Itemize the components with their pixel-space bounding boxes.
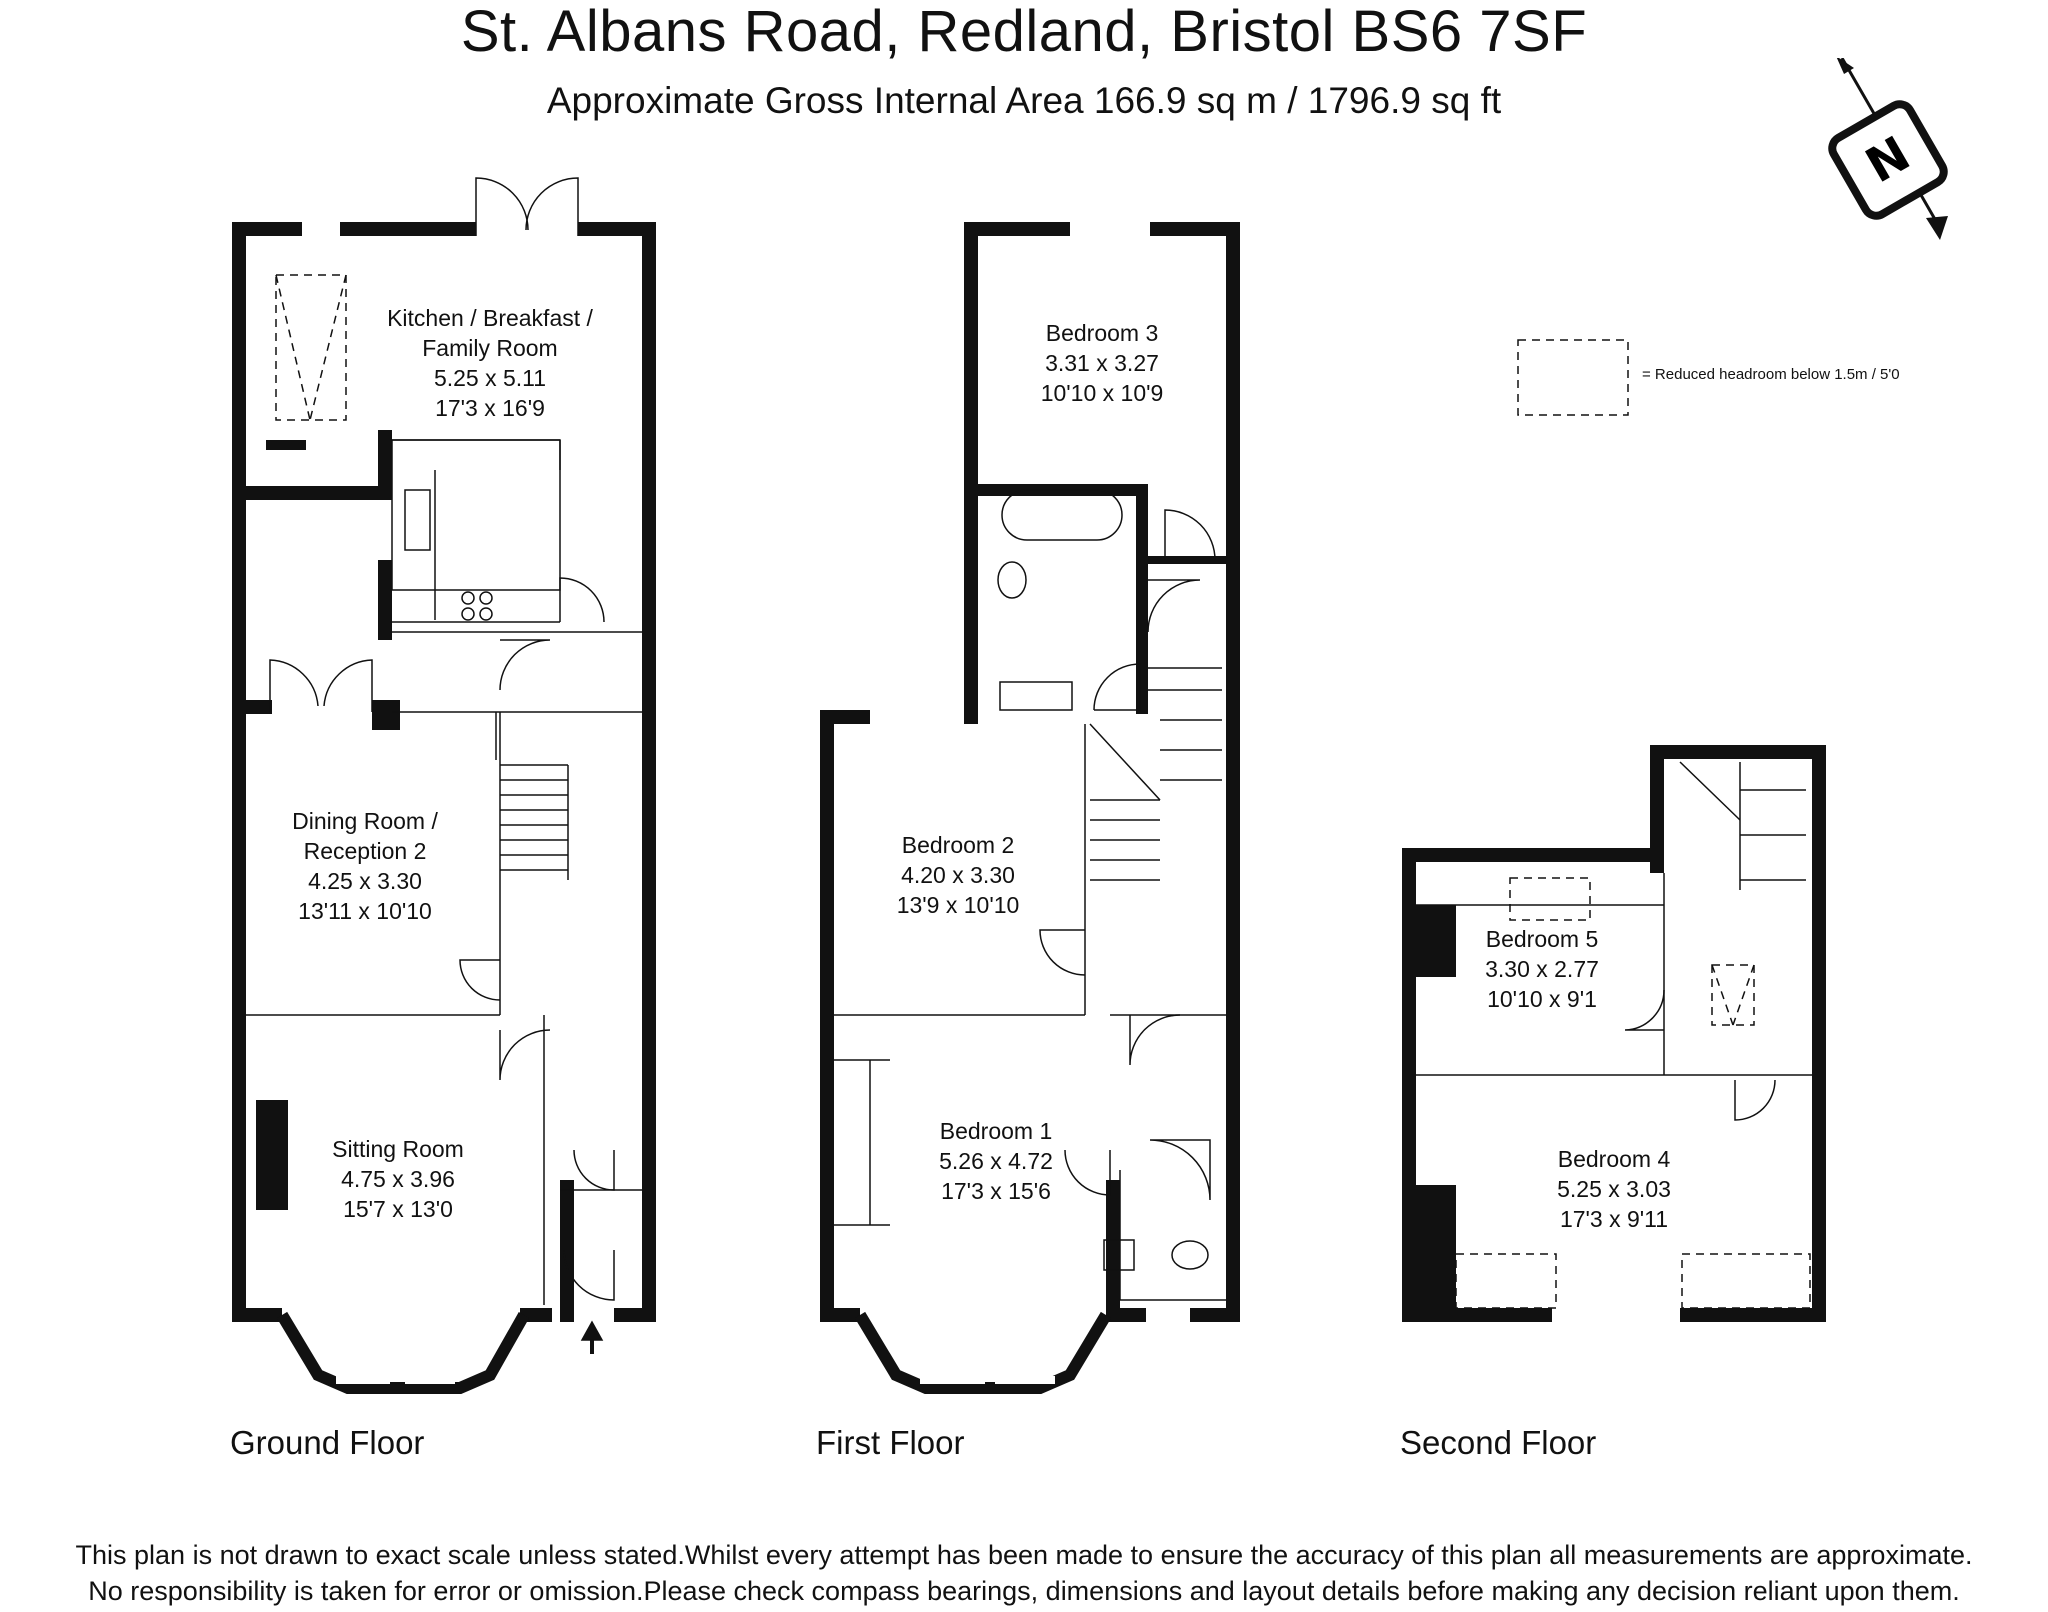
room-dimensions-metric: 3.31 x 3.27: [1045, 350, 1159, 376]
room-dimensions-imperial: 13'9 x 10'10: [896, 892, 1020, 918]
second-floor-plan: [1402, 745, 1826, 1322]
room-dimensions-metric: 4.75 x 3.96: [341, 1166, 455, 1192]
room-name: Bedroom 2: [901, 832, 1015, 858]
room-dimensions-metric: 5.25 x 5.11: [433, 365, 547, 391]
room-name: Dining Room /: [292, 808, 438, 834]
room-dimensions-imperial: 13'11 x 10'10: [298, 898, 432, 924]
room-label-bedroom5: Bedroom 5 3.30 x 2.77 10'10 x 9'1: [1485, 924, 1599, 1014]
floor-label-second: Second Floor: [1400, 1424, 1597, 1461]
room-dimensions-metric: 5.25 x 3.03: [1557, 1176, 1671, 1202]
room-name: Family Room: [422, 335, 558, 361]
room-dimensions-metric: 4.25 x 3.30: [308, 868, 422, 894]
room-label-bedroom1: Bedroom 1 5.26 x 4.72 17'3 x 15'6: [939, 1116, 1053, 1206]
room-name: Bedroom 3: [1045, 320, 1159, 346]
room-dimensions-metric: 5.26 x 4.72: [939, 1148, 1053, 1174]
room-name: Bedroom 5: [1485, 926, 1599, 952]
headroom-legend-box: [1517, 339, 1629, 416]
room-dimensions-imperial: 17'3 x 15'6: [941, 1178, 1051, 1204]
first-floor-plan: [820, 222, 1240, 1394]
room-label-sitting: Sitting Room 4.75 x 3.96 15'7 x 13'0: [332, 1134, 464, 1224]
disclaimer-line-2: No responsibility is taken for error or …: [88, 1576, 1960, 1606]
room-dimensions-imperial: 15'7 x 13'0: [343, 1196, 453, 1222]
room-name: Bedroom 4: [1557, 1146, 1671, 1172]
floor-label-first: First Floor: [816, 1424, 965, 1461]
room-dimensions-metric: 3.30 x 2.77: [1485, 956, 1599, 982]
room-dimensions-imperial: 10'10 x 9'1: [1487, 986, 1597, 1012]
room-name: Reception 2: [303, 838, 427, 864]
floor-label-ground: Ground Floor: [230, 1424, 425, 1461]
area-subtitle: Approximate Gross Internal Area 166.9 sq…: [546, 80, 1502, 121]
room-dimensions-imperial: 17'3 x 16'9: [435, 395, 545, 421]
headroom-legend-text: = Reduced headroom below 1.5m / 5'0: [1642, 366, 1900, 383]
room-label-bedroom2: Bedroom 2 4.20 x 3.30 13'9 x 10'10: [897, 830, 1020, 920]
room-name: Sitting Room: [332, 1136, 464, 1162]
room-dimensions-imperial: 17'3 x 9'11: [1559, 1206, 1669, 1232]
room-name: Kitchen / Breakfast /: [387, 305, 593, 331]
disclaimer-line-1: This plan is not drawn to exact scale un…: [75, 1540, 1973, 1570]
room-label-bedroom4: Bedroom 4 5.25 x 3.03 17'3 x 9'11: [1557, 1144, 1671, 1234]
room-label-dining: Dining Room / Reception 2 4.25 x 3.30 13…: [292, 806, 438, 926]
room-dimensions-metric: 4.20 x 3.30: [901, 862, 1015, 888]
page-title: St. Albans Road, Redland, Bristol BS6 7S…: [460, 0, 1588, 64]
compass-north-icon: N: [1828, 58, 1948, 240]
room-label-bedroom3: Bedroom 3 3.31 x 3.27 10'10 x 10'9: [1041, 318, 1164, 408]
room-dimensions-imperial: 10'10 x 10'9: [1040, 380, 1164, 406]
ground-floor-plan: [232, 177, 656, 1394]
room-label-kitchen: Kitchen / Breakfast / Family Room 5.25 x…: [387, 303, 593, 423]
room-name: Bedroom 1: [939, 1118, 1053, 1144]
